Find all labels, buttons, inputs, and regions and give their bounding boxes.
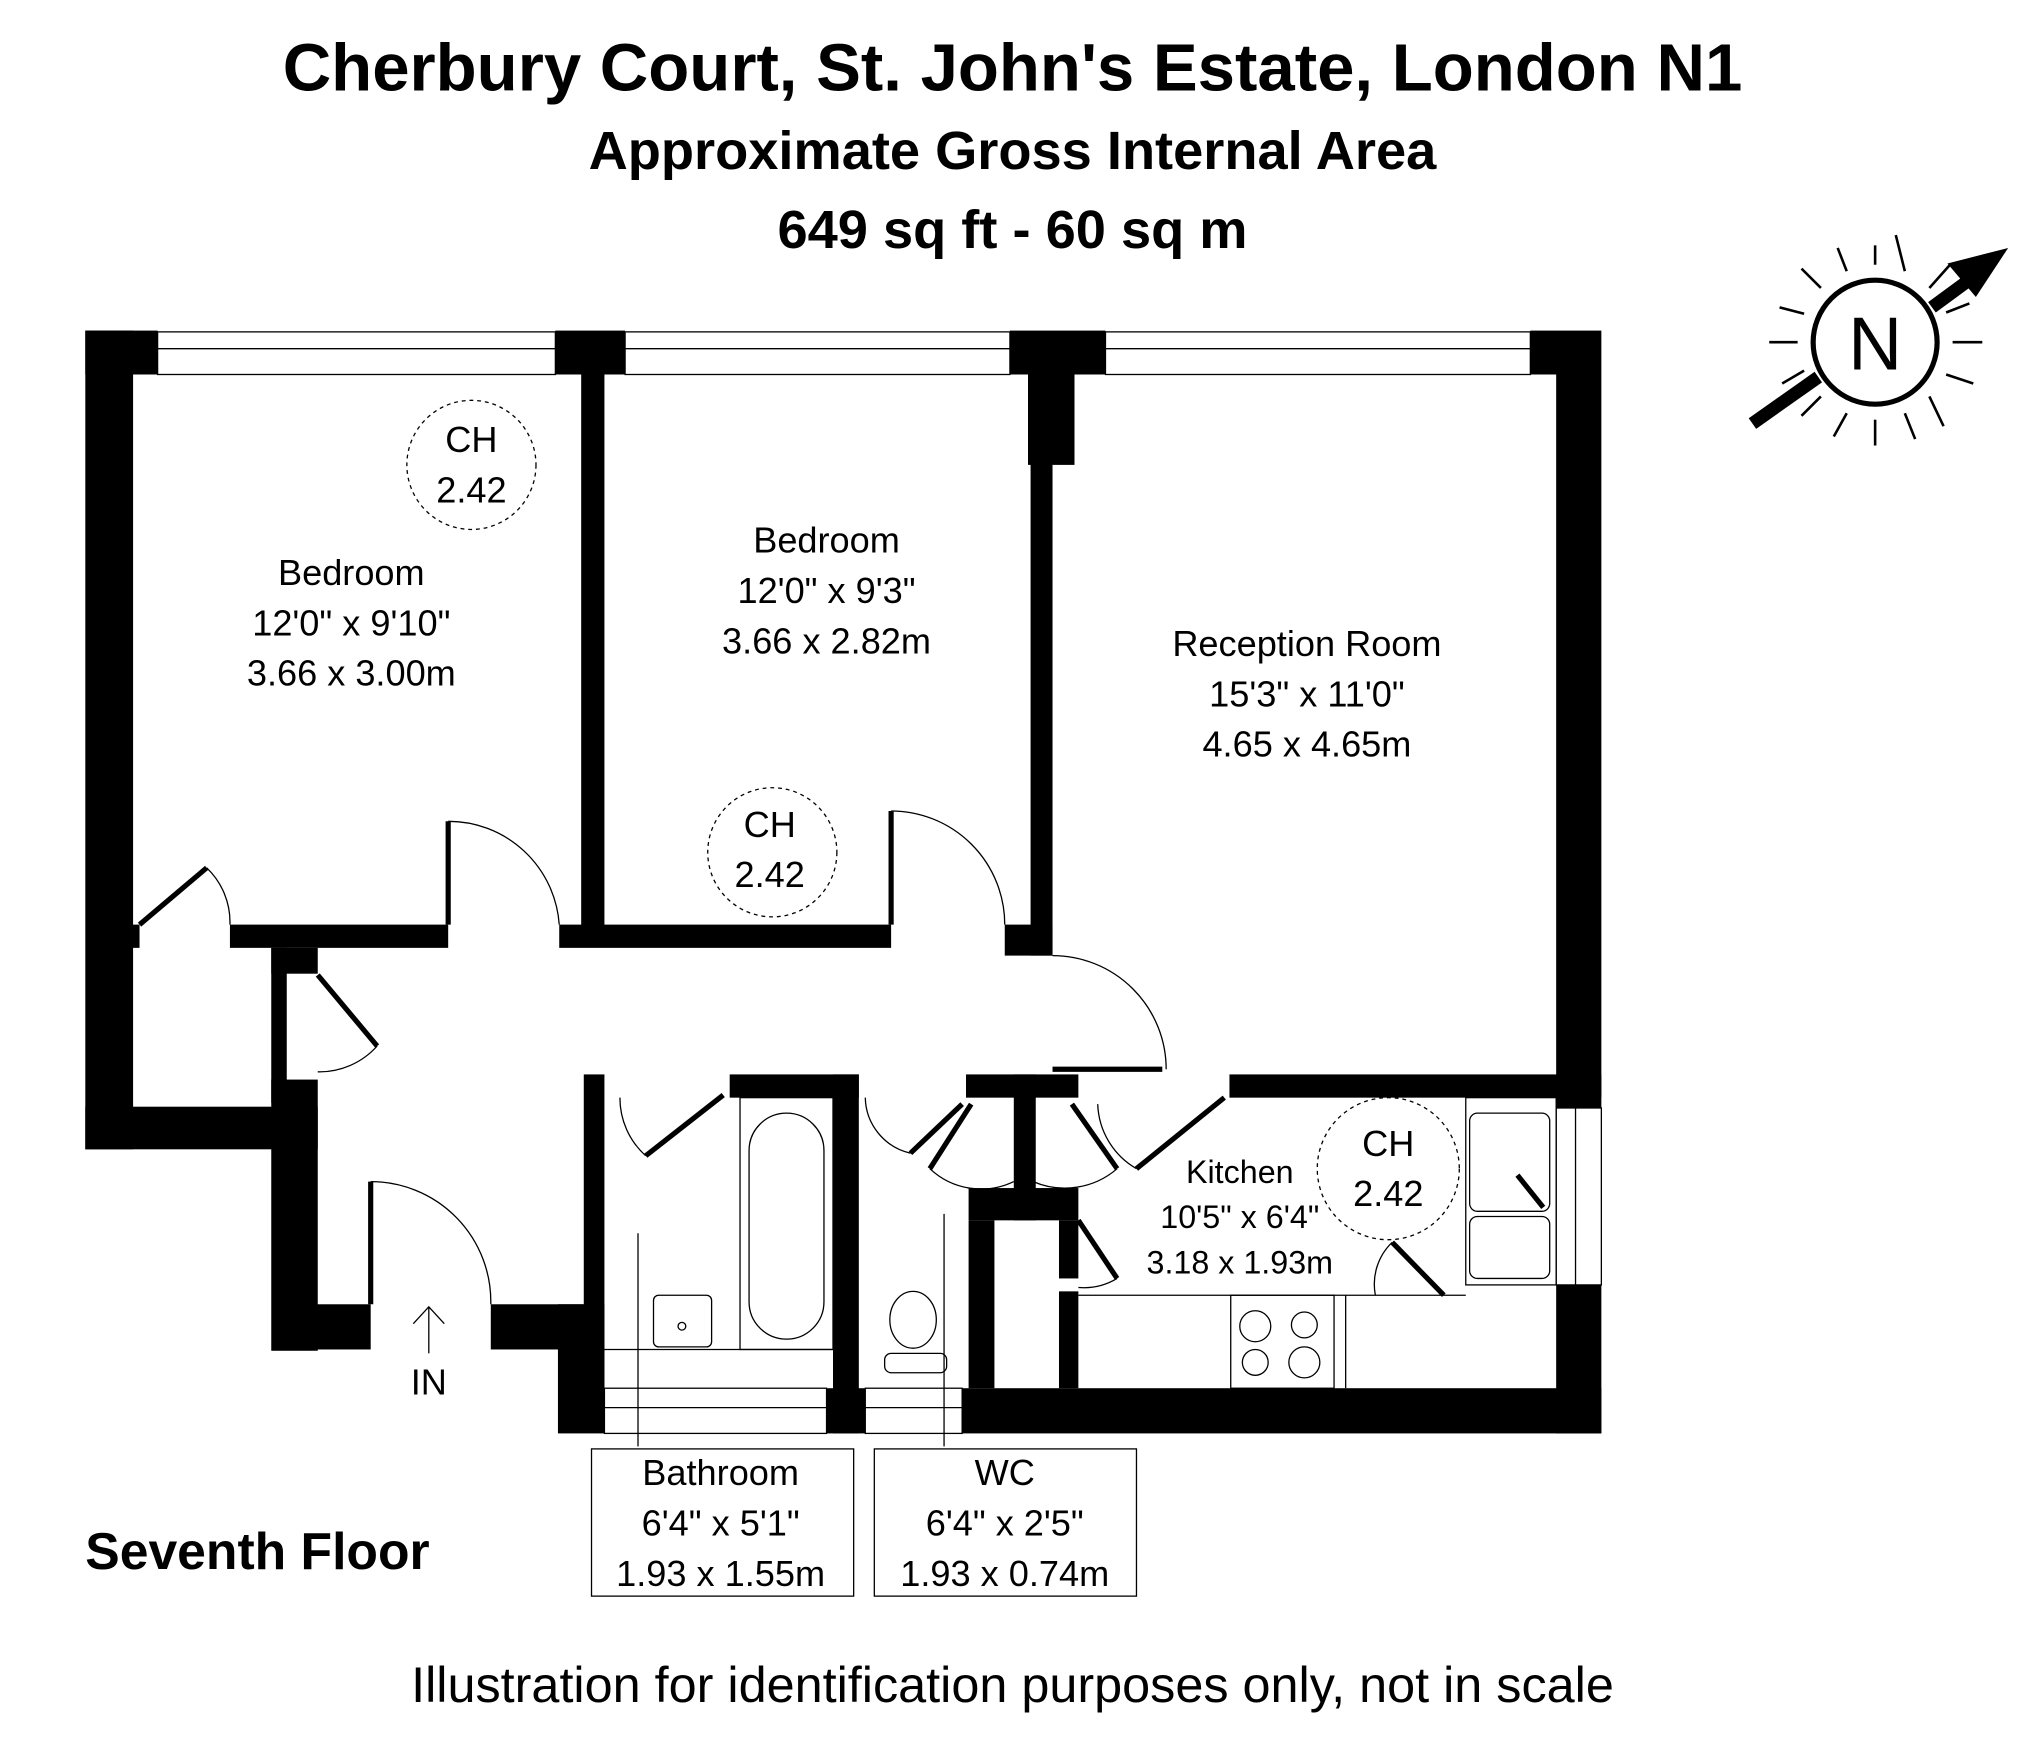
svg-text:CH: CH <box>744 804 796 845</box>
entrance-label: IN <box>411 1362 447 1403</box>
room-bedroom-1: CH 2.42 Bedroom 12'0" x 9'10" 3.66 x 3.0… <box>247 419 507 694</box>
subtitle: Approximate Gross Internal Area <box>589 121 1438 181</box>
svg-text:12'0" x 9'3": 12'0" x 9'3" <box>737 570 915 611</box>
svg-text:12'0" x 9'10": 12'0" x 9'10" <box>252 602 450 643</box>
svg-text:2.42: 2.42 <box>436 469 506 510</box>
svg-text:10'5" x 6'4": 10'5" x 6'4" <box>1160 1199 1319 1235</box>
svg-text:3.66 x 2.82m: 3.66 x 2.82m <box>722 620 931 661</box>
ceiling-height-marker <box>1316 1097 1460 1241</box>
ceiling-height-marker <box>707 787 838 918</box>
svg-text:CH: CH <box>1362 1123 1414 1164</box>
svg-text:1.93 x 1.55m: 1.93 x 1.55m <box>616 1553 825 1594</box>
disclaimer: Illustration for identification purposes… <box>411 1656 1614 1713</box>
svg-text:Reception Room: Reception Room <box>1172 623 1441 664</box>
title: Cherbury Court, St. John's Estate, Londo… <box>283 30 1743 105</box>
svg-text:Kitchen: Kitchen <box>1186 1154 1294 1190</box>
svg-text:WC: WC <box>975 1452 1035 1493</box>
windows <box>156 331 1603 1435</box>
room-kitchen: Kitchen 10'5" x 6'4" 3.18 x 1.93m CH 2.4… <box>1147 1123 1424 1281</box>
room-reception: Reception Room 15'3" x 11'0" 4.65 x 4.65… <box>1172 623 1441 765</box>
compass-label: N <box>1848 301 1902 385</box>
svg-text:6'4" x 5'1": 6'4" x 5'1" <box>642 1502 800 1543</box>
svg-text:2.42: 2.42 <box>735 854 805 895</box>
room-bathroom: Bathroom 6'4" x 5'1" 1.93 x 1.55m <box>590 1448 855 1597</box>
svg-text:Bedroom: Bedroom <box>753 520 900 561</box>
svg-text:CH: CH <box>445 419 497 460</box>
room-bedroom-2: Bedroom 12'0" x 9'3" 3.66 x 2.82m CH 2.4… <box>722 520 931 895</box>
svg-text:3.66 x 3.00m: 3.66 x 3.00m <box>247 653 456 694</box>
svg-text:1.93 x 0.74m: 1.93 x 0.74m <box>900 1553 1109 1594</box>
area: 649 sq ft - 60 sq m <box>777 200 1247 260</box>
doors <box>137 810 1446 1305</box>
walls <box>85 330 1602 1434</box>
ceiling-height-marker <box>406 399 537 531</box>
svg-text:15'3" x 11'0": 15'3" x 11'0" <box>1209 673 1405 714</box>
floor-label: Seventh Floor <box>85 1522 429 1580</box>
svg-text:Bathroom: Bathroom <box>642 1452 799 1493</box>
north-compass-icon: N <box>1748 234 2009 446</box>
svg-text:Bedroom: Bedroom <box>278 552 425 593</box>
room-wc: WC 6'4" x 2'5" 1.93 x 0.74m <box>873 1448 1138 1597</box>
svg-text:2.42: 2.42 <box>1353 1173 1423 1214</box>
svg-text:3.18 x 1.93m: 3.18 x 1.93m <box>1147 1244 1334 1280</box>
fixtures <box>412 1097 1557 1447</box>
svg-text:6'4" x 2'5": 6'4" x 2'5" <box>926 1502 1084 1543</box>
svg-text:4.65 x 4.65m: 4.65 x 4.65m <box>1202 724 1411 765</box>
